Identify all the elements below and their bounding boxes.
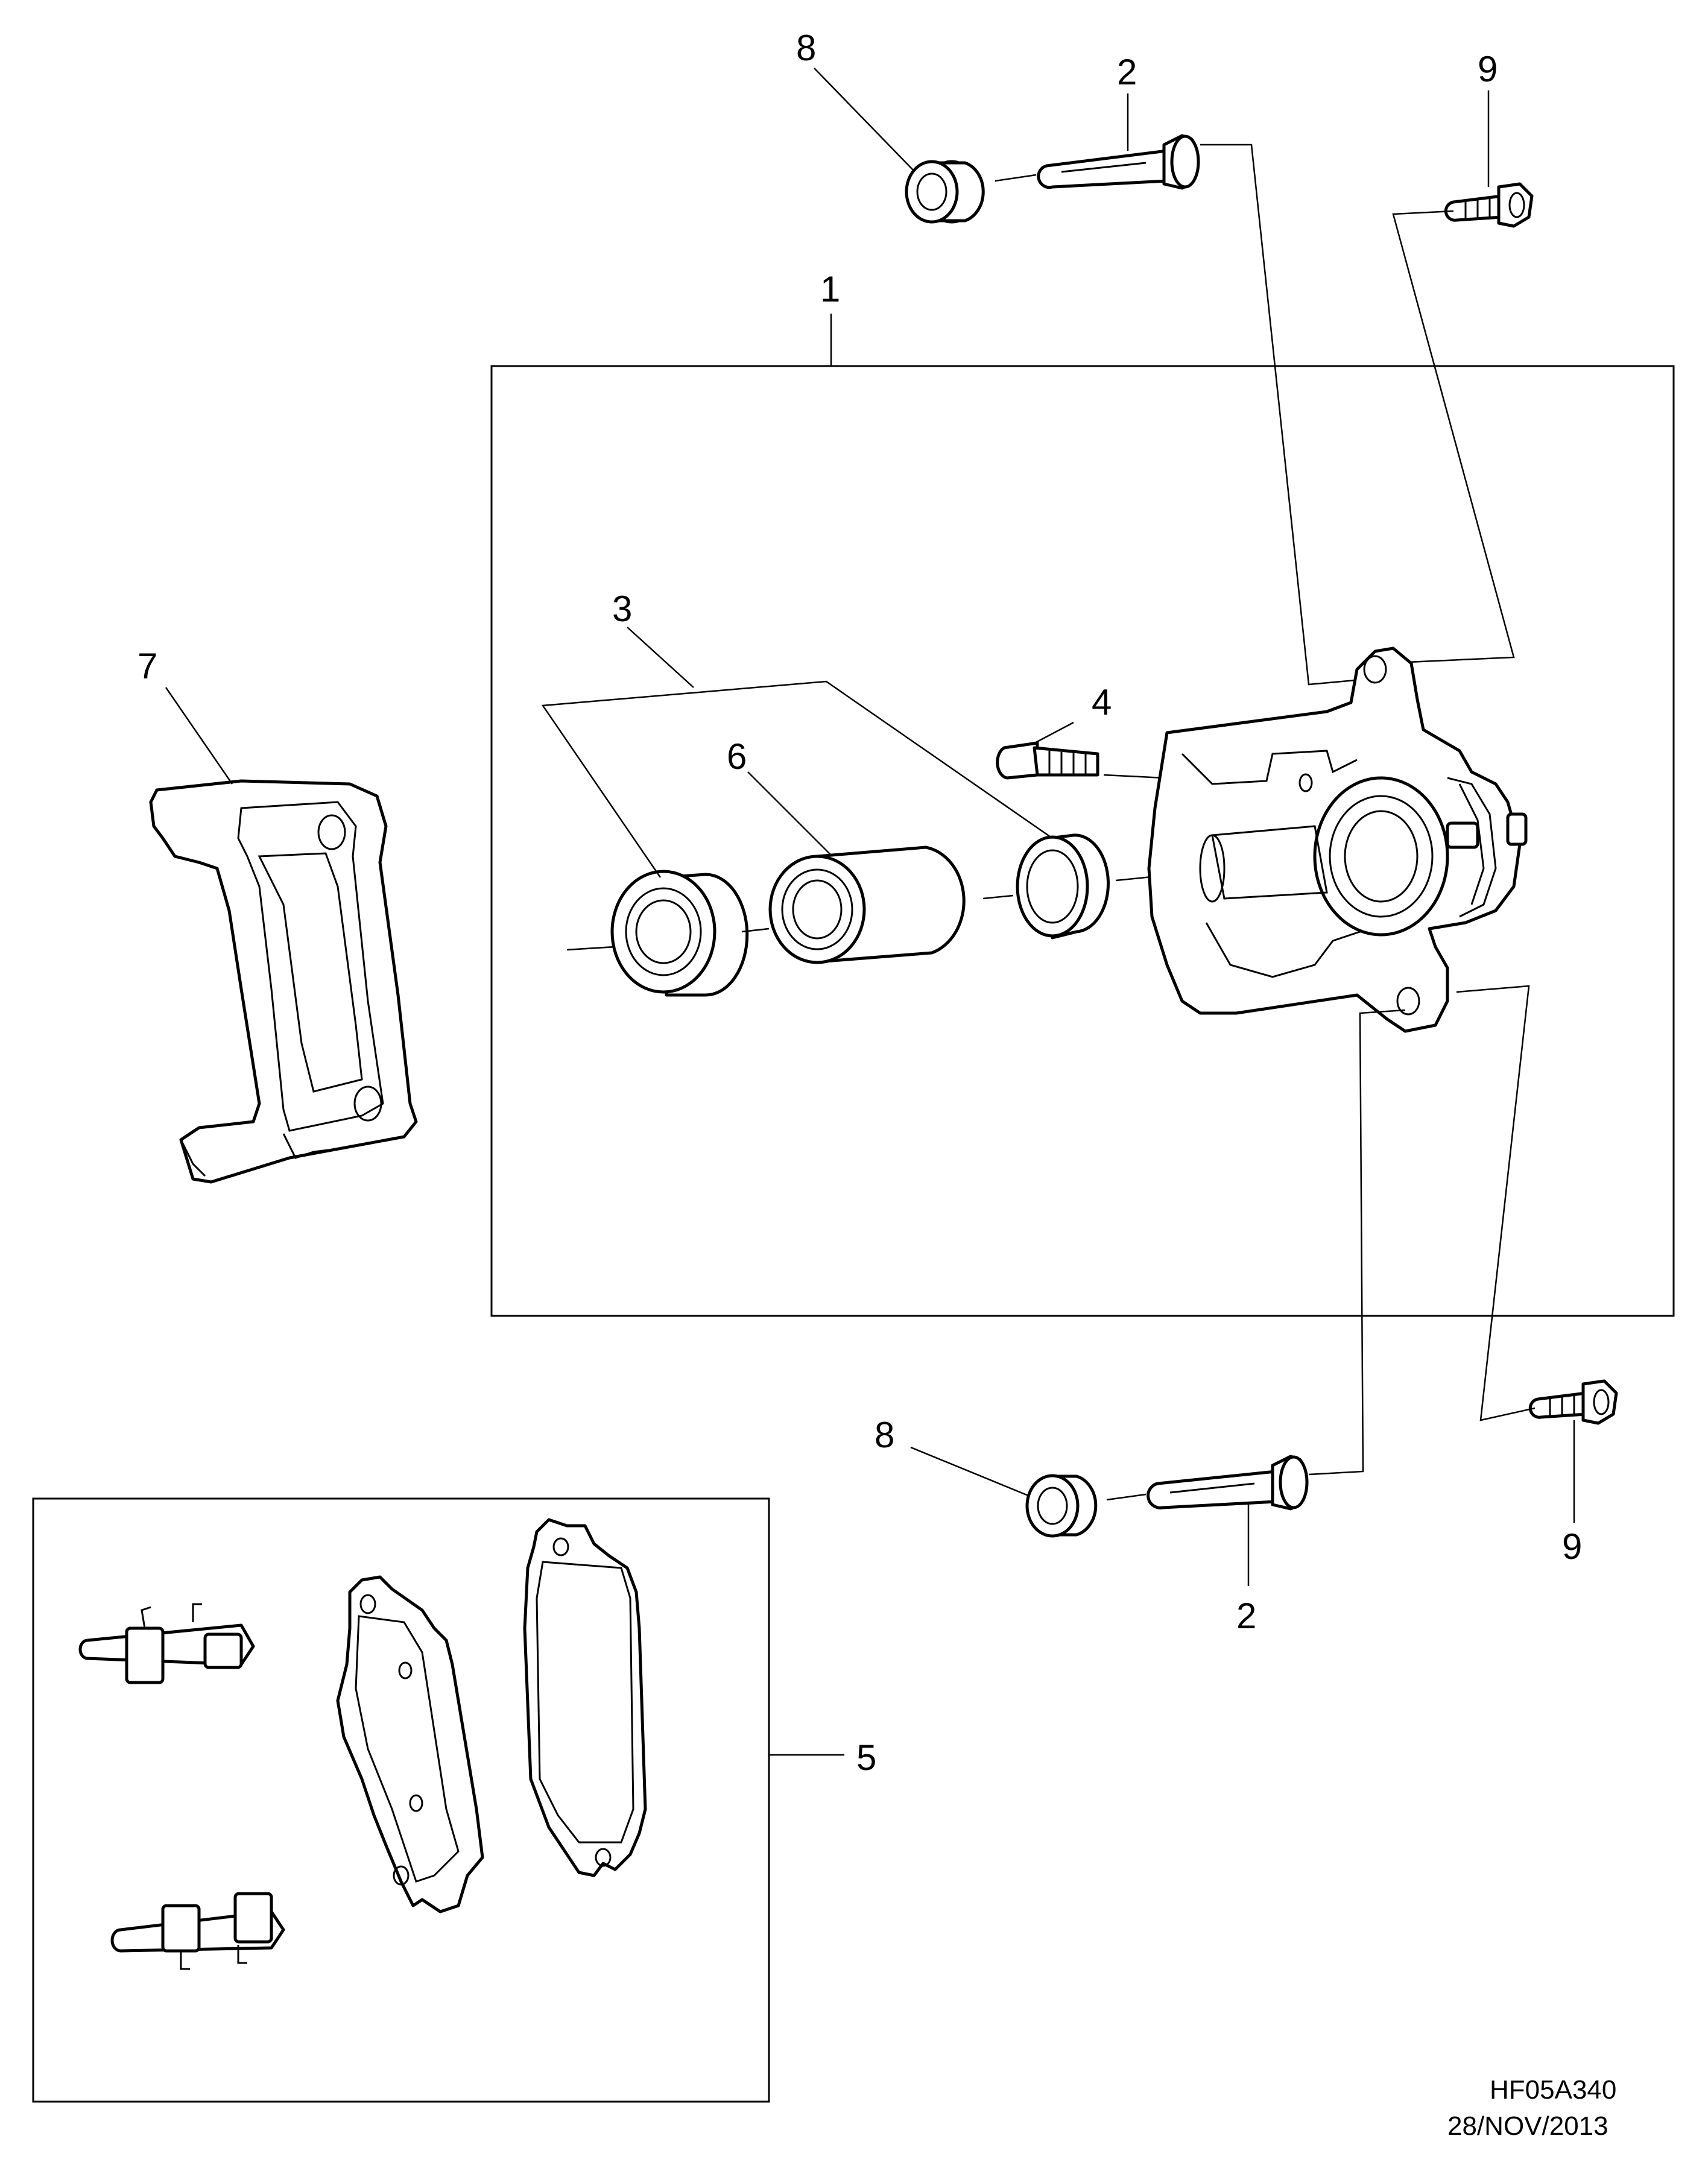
guide-pin-part-2-bottom bbox=[1147, 1455, 1309, 1511]
piston-seal-part-3 bbox=[1016, 833, 1110, 940]
callout-6: 6 bbox=[727, 736, 747, 777]
piston-boot-part-3 bbox=[610, 870, 749, 997]
drawing-code: HF05A340 bbox=[1490, 2075, 1616, 2105]
caliper-assembly-frame bbox=[490, 365, 1675, 1317]
bush-part-8-bottom bbox=[1025, 1474, 1098, 1538]
callout-1: 1 bbox=[820, 269, 840, 309]
drawing-date: 28/NOV/2013 bbox=[1447, 2111, 1608, 2141]
bush-part-8-top bbox=[905, 160, 985, 224]
callout-8-top: 8 bbox=[796, 28, 816, 68]
callout-8-bottom: 8 bbox=[875, 1415, 894, 1455]
callout-2-top: 2 bbox=[1117, 52, 1137, 92]
guide-pin-part-2-top bbox=[1037, 134, 1200, 190]
pad-kit-frame bbox=[32, 1497, 770, 2103]
piston-part-6 bbox=[768, 845, 966, 964]
brake-pad-kit-part-5 bbox=[78, 1518, 647, 1970]
caliper-housing bbox=[1147, 646, 1528, 1033]
callout-5: 5 bbox=[856, 1737, 876, 1778]
caliper-carrier-part-7 bbox=[149, 779, 418, 1184]
callout-9-bottom: 9 bbox=[1562, 1526, 1582, 1567]
callout-2-bottom: 2 bbox=[1236, 1596, 1256, 1636]
callout-9-top: 9 bbox=[1478, 49, 1498, 89]
callout-4: 4 bbox=[1092, 682, 1112, 722]
bolt-part-9-top bbox=[1444, 182, 1534, 228]
callout-7: 7 bbox=[138, 646, 157, 686]
bolt-part-9-bottom bbox=[1528, 1379, 1618, 1425]
callout-3: 3 bbox=[612, 589, 632, 629]
bleed-screw-part-4 bbox=[996, 741, 1099, 780]
